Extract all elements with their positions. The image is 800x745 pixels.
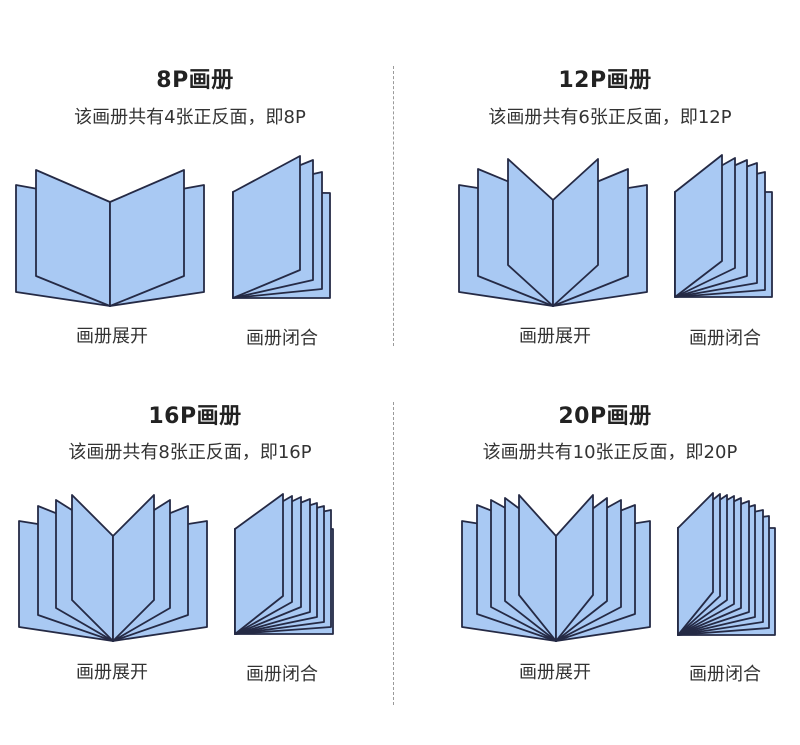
closed-label: 画册闭合 xyxy=(246,664,318,685)
panel-subtitle: 该画册共有6张正反面，即12P xyxy=(488,107,732,128)
panel-title: 8P画册 xyxy=(156,68,234,93)
panel-title: 20P画册 xyxy=(558,404,652,429)
right-page xyxy=(555,504,636,642)
open-label: 画册展开 xyxy=(519,326,591,347)
right-page xyxy=(555,520,651,642)
open-label: 画册展开 xyxy=(76,326,148,347)
right-page xyxy=(112,494,155,642)
left-page xyxy=(518,494,557,642)
right-page xyxy=(555,499,622,642)
closed-page-3 xyxy=(234,498,311,635)
divider-bottom xyxy=(393,402,394,705)
closed-page-8 xyxy=(677,515,770,636)
closed-page-5 xyxy=(677,500,750,636)
panel-subtitle: 该画册共有4张正反面，即8P xyxy=(74,107,306,128)
panel-title: 12P画册 xyxy=(558,68,652,93)
open-label: 画册展开 xyxy=(76,662,148,683)
left-page xyxy=(71,494,114,642)
closed-book-icon xyxy=(234,493,334,635)
left-page xyxy=(504,497,557,642)
closed-page-1 xyxy=(234,495,293,635)
closed-page-6 xyxy=(234,509,332,635)
open-label: 画册展开 xyxy=(519,662,591,683)
left-page xyxy=(476,504,557,642)
closed-page-3 xyxy=(677,495,735,636)
panel-20p: 20P画册 该画册共有10张正反面，即20P 画册展开 画册闭合 xyxy=(400,0,800,685)
closed-page-6 xyxy=(677,504,756,636)
left-page xyxy=(461,520,557,642)
closed-page-7 xyxy=(677,509,764,636)
closed-page-4 xyxy=(234,502,318,635)
closed-page-4 xyxy=(677,497,742,636)
closed-page-9 xyxy=(677,527,776,636)
closed-page-0 xyxy=(234,493,284,635)
closed-page-0 xyxy=(677,492,714,636)
closed-label: 画册闭合 xyxy=(689,328,761,349)
left-page xyxy=(37,505,114,642)
open-book-icon xyxy=(18,494,208,642)
panel-subtitle: 该画册共有10张正反面，即20P xyxy=(482,442,738,463)
panel-title: 16P画册 xyxy=(148,404,242,429)
divider-top xyxy=(393,66,394,346)
right-page xyxy=(555,494,594,642)
left-page xyxy=(18,520,114,642)
closed-page-5 xyxy=(234,505,325,635)
panel-16p: 16P画册 该画册共有8张正反面，即16P 画册展开 画册闭合 xyxy=(0,0,400,685)
closed-page-2 xyxy=(234,496,302,635)
closed-book-icon xyxy=(677,492,776,636)
closed-page-2 xyxy=(677,494,728,636)
right-page xyxy=(112,499,171,642)
closed-label: 画册闭合 xyxy=(689,664,761,685)
panel-8p: 8P画册 该画册共有4张正反面，即8P 画册展开 画册闭合 xyxy=(0,0,400,372)
right-page xyxy=(555,497,608,642)
closed-page-1 xyxy=(677,493,721,636)
panel-subtitle: 该画册共有8张正反面，即16P xyxy=(68,442,312,463)
right-page xyxy=(112,505,189,642)
open-book-icon xyxy=(461,494,651,642)
right-page xyxy=(112,520,208,642)
closed-page-7 xyxy=(234,528,334,635)
closed-label: 画册闭合 xyxy=(246,328,318,349)
left-page xyxy=(55,499,114,642)
left-page xyxy=(490,499,557,642)
panel-12p: 12P画册 该画册共有6张正反面，即12P 画册展开 画册闭合 xyxy=(400,0,800,372)
